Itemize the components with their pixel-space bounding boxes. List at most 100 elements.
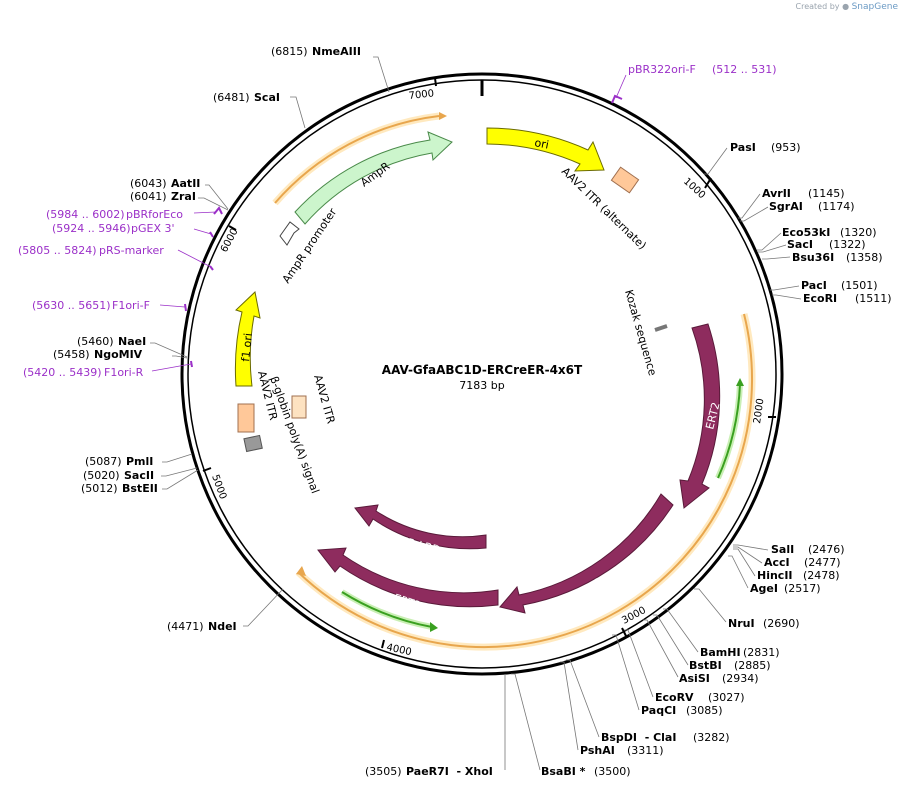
leader-ngomiv [172,355,188,359]
site-nmeaiii-pos: (6815) [271,45,308,58]
primer-pbrforeco-range: (5984 .. 6002) [46,208,125,221]
site-ndei-pos: (4471) [167,620,204,633]
leader-pasi [704,147,728,175]
site-bsteii-pos: (5012) [81,482,118,495]
site-pmli-name: PmlI [126,455,153,468]
site-xhoi-pos: (3505) [365,765,402,778]
site-bsu36i-pos: (1358) [846,251,883,264]
site-eco53ki-pos: (1320) [840,226,877,239]
orf-arc-top [274,115,440,204]
tick-label-4000: 4000 [385,642,412,658]
site-bstbi-name: BstBI [689,659,722,672]
credit-brand: SnapGene [851,2,898,12]
site-asisi-name: AsiSI [679,672,710,685]
leader-bamhi [663,608,699,653]
f1-ori-arrow [234,291,261,387]
tick-1000 [704,177,712,189]
inner-orf-1-head [736,378,744,386]
feature-ert2-bottom[interactable]: ERT2 [317,547,499,612]
leader-ecorv [624,629,654,698]
inner-orf-2 [341,591,433,628]
leader-ecori [772,294,802,300]
aav2-itr-alt-box [610,166,640,194]
primer-leader-pgex [193,228,212,235]
primer-mark-f1ori-r [190,360,193,368]
site-naei-name: NaeI [118,335,146,348]
site-sali-name: SalI [771,543,794,556]
site-scai-pos: (6481) [213,91,250,104]
feature-beta-globin-polya[interactable]: β-globin poly(A) signal [237,375,322,496]
leader-acci [733,546,763,564]
primer-mark-pgex [209,231,214,238]
snapgene-logo-icon: ● [842,2,850,11]
site-zrai-name: ZraI [171,190,196,203]
site-labels-left: (6815) NmeAIII (6481) ScaI (6043) AatII … [53,45,493,778]
leader-bsu36i [762,256,791,260]
site-saci-name: SacI [787,238,813,251]
site-scai-name: ScaI [254,91,280,104]
primer-mark-pbr322ori [611,94,623,104]
leader-agei [728,555,749,589]
primer-f1ori-f-range: (5630 .. 5651) [32,299,111,312]
feature-er-lbd[interactable]: ER-LBD [354,504,487,557]
site-ngomiv-name: NgoMIV [94,348,143,361]
credit-prefix: Created by [795,2,840,11]
feature-ert2-right[interactable]: ERT2 [679,323,723,509]
beta-globin-label: β-globin poly(A) signal [267,375,322,496]
site-avrii-name: AvrII [762,187,791,200]
leader-zrai [198,197,229,211]
leader-bsabi [511,673,541,771]
inner-orf-2-head [430,622,438,632]
primer-prs-marker-range: (5805 .. 5824) [18,244,97,257]
site-sgrai-pos: (1174) [818,200,855,213]
feature-ampr[interactable]: AmpR [294,131,453,225]
leader-naei [150,342,188,358]
primer-prs-marker-name: pRS-marker [99,244,164,257]
leader-pshai [560,661,579,751]
site-ecorv-pos: (3027) [708,691,745,704]
leader-sacii [161,467,198,477]
leader-nrui [694,588,727,623]
site-agei-name: AgeI [750,582,778,595]
site-acci-pos: (2477) [804,556,841,569]
site-clai-pos: (3282) [693,731,730,744]
site-ecori-name: EcoRI [803,292,837,305]
leader-hincii [733,548,756,577]
inner-orf-1 [717,383,741,479]
tick-7000 [434,77,437,87]
beta-globin-box [237,403,255,433]
tick-label-7000: 7000 [408,88,434,102]
site-avrii-pos: (1145) [808,187,845,200]
tick-label-2000: 2000 [752,398,766,425]
tick-3000 [621,627,627,637]
primer-pgex-name: pGEX 3' [131,222,175,235]
leader-ndei [243,588,284,627]
leader-pmli [162,453,193,463]
aav2-itr-label: AAV2 ITR [311,373,337,425]
site-bamhi-name: BamHI [700,646,741,659]
site-sacii-pos: (5020) [83,469,120,482]
f1-ori-label: f1 ori [239,332,255,362]
leader-paci [770,285,800,291]
kozak-label: Kozak sequence [622,288,659,377]
tick-4000 [381,639,385,649]
ert2-bottom-arrow [317,547,499,608]
site-paqci-name: PaqCI [641,704,676,717]
feature-aav2-itr[interactable]: AAV2 ITR [291,373,338,426]
kozak-mark [654,324,668,332]
site-paqci-pos: (3085) [686,704,723,717]
feature-kozak[interactable]: Kozak sequence [622,288,668,377]
site-pshai-name: PshAI [580,744,615,757]
leader-sali [733,544,769,551]
feature-f1-ori[interactable]: f1 ori [234,291,261,387]
ert2-right-arrow [679,323,721,509]
backbone-outer [180,72,784,676]
leader-avrii [738,193,761,219]
snapgene-credit: Created by ● SnapGene [796,2,899,12]
site-pshai-pos: (3311) [627,744,664,757]
feature-aav2-itr-alternate[interactable]: AAV2 ITR (alternate) [559,165,649,252]
feature-ori[interactable]: ori [486,127,605,172]
site-labels-right: PasI (953) AvrII (1145) SgrAI (1174) Eco… [541,141,892,778]
site-acci-name: AccI [764,556,790,569]
site-nmeaiii-name: NmeAIII [312,45,361,58]
